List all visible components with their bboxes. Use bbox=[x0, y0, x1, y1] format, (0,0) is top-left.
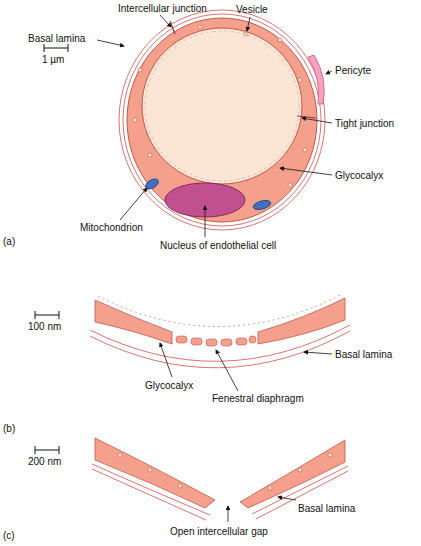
panel-letter: (b) bbox=[3, 423, 15, 435]
part-label: Pericyte bbox=[335, 65, 371, 77]
part-label: Glycocalyx bbox=[335, 170, 383, 182]
part-label: Tight junction bbox=[335, 118, 394, 130]
part-label: Open intercellular gap bbox=[170, 526, 268, 538]
part-label: Basal lamina bbox=[298, 503, 355, 515]
scale-label: 1 µm bbox=[42, 54, 64, 66]
part-label: Basal lamina bbox=[335, 349, 392, 361]
scale-label: 200 nm bbox=[28, 456, 61, 468]
part-label: Intercellular junction bbox=[118, 3, 207, 15]
scale-label: 100 nm bbox=[28, 321, 61, 333]
panel-letter: (a) bbox=[3, 236, 15, 248]
part-label: Vesicle bbox=[236, 4, 268, 16]
part-label: Mitochondrion bbox=[80, 222, 143, 234]
part-label: Nucleus of endothelial cell bbox=[160, 240, 276, 252]
part-label: Basal lamina bbox=[28, 33, 85, 45]
panel-letter: (c) bbox=[3, 530, 15, 542]
part-label: Fenestral diaphragm bbox=[212, 393, 304, 405]
part-label: Glycocalyx bbox=[145, 380, 193, 392]
